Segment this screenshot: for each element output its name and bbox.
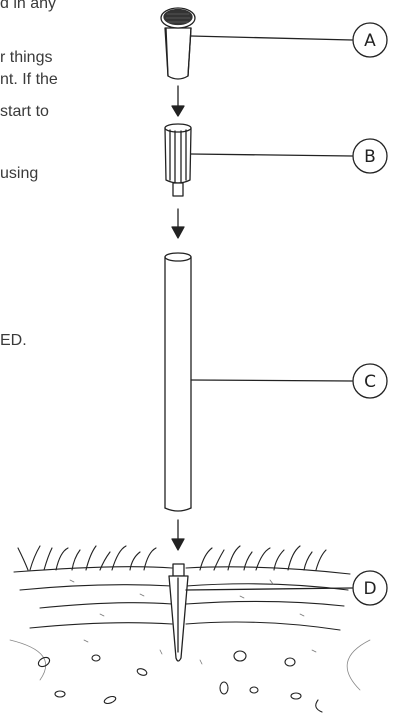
arrow-c-to-d bbox=[171, 519, 185, 551]
callout-circle-d bbox=[352, 570, 388, 606]
part-d-ground-stake bbox=[168, 563, 189, 662]
leader-line-a bbox=[190, 35, 353, 41]
callout-circle-b bbox=[352, 138, 388, 174]
callout-label-d: D bbox=[363, 579, 376, 599]
text-fragment-4: start to bbox=[0, 103, 49, 120]
part-b-connector bbox=[164, 123, 192, 197]
text-fragment-3: nt. If the bbox=[0, 71, 58, 88]
callout-label-b: B bbox=[364, 147, 376, 167]
callout-circle-a bbox=[352, 22, 388, 58]
text-fragment-6: ED. bbox=[0, 332, 27, 349]
leader-line-b bbox=[190, 153, 353, 157]
part-c-pole bbox=[164, 252, 192, 512]
callout-circle-c bbox=[352, 363, 388, 399]
leader-line-c bbox=[190, 379, 353, 382]
part-a-solar-cap bbox=[160, 7, 196, 80]
callout-label-c: C bbox=[364, 372, 376, 392]
leader-line-d bbox=[185, 587, 353, 591]
callout-label-a: A bbox=[364, 31, 376, 51]
text-fragment-5: using bbox=[0, 165, 39, 182]
text-fragment-1: d in any bbox=[0, 0, 57, 12]
arrow-b-to-c bbox=[171, 208, 185, 239]
arrow-a-to-b bbox=[171, 85, 185, 117]
text-fragment-2: r things bbox=[0, 49, 53, 66]
ground-illustration bbox=[9, 545, 371, 713]
